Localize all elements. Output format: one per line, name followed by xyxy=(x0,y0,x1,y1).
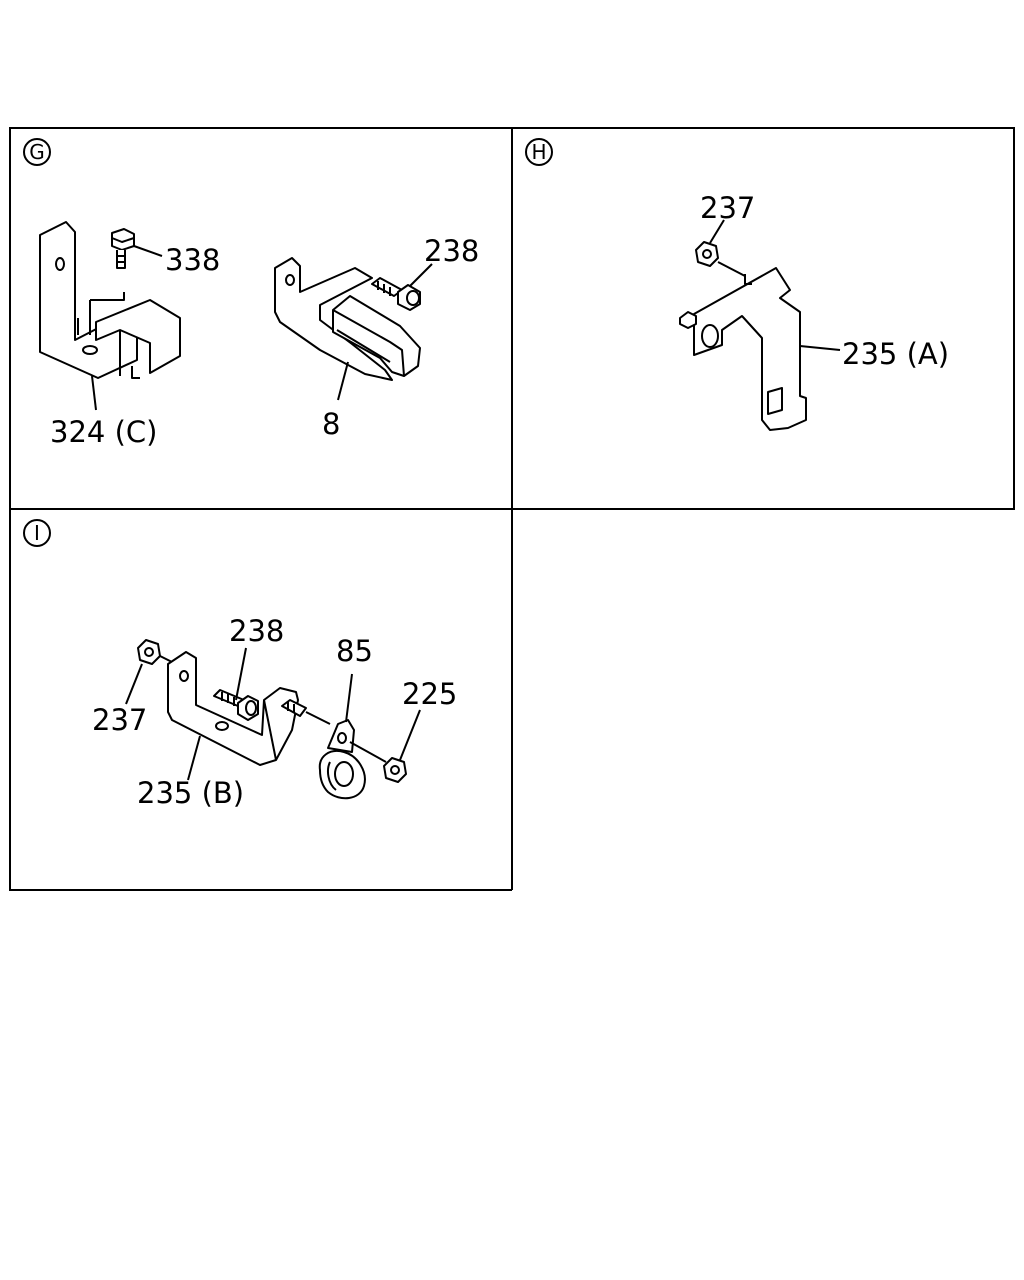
leader-225 xyxy=(399,709,421,761)
panel-h-label: H xyxy=(525,138,553,166)
panel-g-letter: G xyxy=(29,140,45,164)
callout-85: 85 xyxy=(336,634,373,668)
leader-235a xyxy=(799,345,841,351)
callout-238-g: 238 xyxy=(424,234,479,268)
leader-85 xyxy=(345,673,353,723)
stud-line-h xyxy=(717,261,746,277)
nut-237-h xyxy=(695,241,719,267)
panel-i-letter: I xyxy=(34,521,40,545)
nut-237-i xyxy=(137,639,161,665)
panel-g-label: G xyxy=(23,138,51,166)
panel-h-letter: H xyxy=(531,140,546,164)
stud-line-i xyxy=(159,655,173,663)
leader-8 xyxy=(337,361,349,401)
bracket-8 xyxy=(274,257,421,381)
panel-frames xyxy=(9,127,1015,891)
leader-237-i xyxy=(125,663,143,705)
leader-235b xyxy=(187,735,201,781)
stud-line-85 xyxy=(349,741,387,763)
leader-238-g xyxy=(409,263,433,287)
callout-225: 225 xyxy=(402,677,457,711)
callout-238-i: 238 xyxy=(229,614,284,648)
leader-324c xyxy=(91,375,97,411)
callout-324c: 324 (C) xyxy=(50,415,157,449)
nut-225 xyxy=(383,757,407,783)
bracket-235a xyxy=(693,267,807,431)
stud-h xyxy=(679,311,697,329)
bracket-235b xyxy=(167,651,299,766)
bolt-238-g xyxy=(371,277,421,311)
panel-i-label: I xyxy=(23,519,51,547)
bolt-338 xyxy=(111,228,135,269)
bracket-324c xyxy=(39,221,181,379)
callout-237-h: 237 xyxy=(700,191,755,225)
leader-238-i xyxy=(235,647,247,701)
leader-338 xyxy=(133,245,163,257)
callout-8: 8 xyxy=(322,407,340,441)
leader-237-h xyxy=(709,219,725,244)
panel-g: G 338 324 (C) xyxy=(23,138,479,449)
panel-i: I 237 238 235 (B) xyxy=(23,519,457,810)
callout-237-i: 237 xyxy=(92,703,147,737)
bolt-238-i xyxy=(213,689,259,721)
callout-235b: 235 (B) xyxy=(137,776,244,810)
clip-85 xyxy=(318,719,366,800)
callout-338: 338 xyxy=(165,243,220,277)
stud-i xyxy=(281,699,331,725)
panel-h: H 237 235 (A) xyxy=(525,138,949,431)
callout-235a: 235 (A) xyxy=(842,337,949,371)
